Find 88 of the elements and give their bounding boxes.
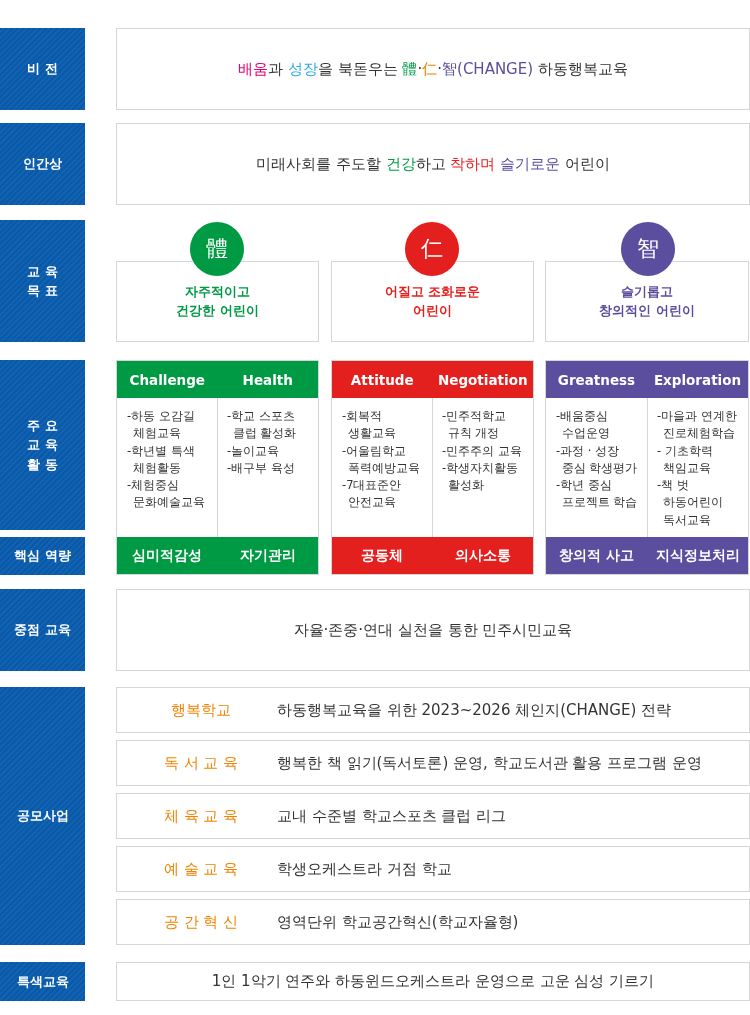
project-text: 교내 수준별 학교스포츠 클럽 리그 (277, 805, 507, 827)
activity-item: - 기초학력 책임교육 (657, 442, 714, 477)
row-label (0, 28, 85, 110)
activity-item: -책 벗 하동어린이 독서교육 (657, 477, 724, 529)
activity-item: -학년 중심 프로젝트 학습 (556, 477, 639, 512)
goal-box (116, 261, 319, 342)
project-text: 학생오케스트라 거점 학교 (277, 858, 452, 880)
project-row (116, 793, 750, 839)
activity-item: -민주적학교 규칙 개정 (442, 408, 508, 443)
activity-item: -배움중심 수업운영 (556, 408, 611, 443)
label-text: 비 전 (27, 60, 58, 79)
column-heading: 지식정보처리 (654, 546, 741, 565)
header-band (332, 361, 533, 398)
character-circle (405, 222, 459, 276)
character-text: 智 (637, 235, 659, 263)
column-heading: 자기관리 (238, 546, 297, 565)
row-label (0, 123, 85, 205)
label-text: 교 육 목 표 (26, 262, 59, 300)
goal-text: 슬기롭고 창의적인 어린이 (598, 283, 696, 321)
character-text: 體 (206, 235, 228, 263)
activity-item: -체험중심 문화예술교육 (127, 477, 206, 512)
activity-item: -놀이교육 (227, 442, 281, 460)
row-label (0, 220, 85, 342)
activity-panel (116, 360, 319, 575)
statement-text: 미래사회를 주도할 건강하고 착하며 슬기로운 어린이 (256, 154, 610, 174)
statement-box (116, 589, 750, 671)
label-text: 공모사업 (16, 807, 69, 826)
statement-box (116, 123, 750, 205)
column-heading: Exploration (652, 370, 743, 390)
statement-text: 배움과 성장을 북돋우는 體·仁·智(CHANGE) 하동행복교육 (238, 59, 628, 79)
activity-item: -민주주의 교육 (442, 442, 523, 460)
activity-panel (331, 360, 534, 575)
project-row (116, 846, 750, 892)
column-heading: Attitude (349, 370, 415, 390)
project-text: 하동행복교육을 위한 2023~2026 체인지(CHANGE) 전략 (277, 699, 672, 721)
label-text: 주 요 교 육 활 동 (26, 416, 59, 474)
column-heading: 의사소통 (453, 546, 512, 565)
row-label (0, 537, 85, 575)
project-heading: 공 간 혁 신 (162, 911, 240, 933)
row-label (0, 589, 85, 671)
column-heading: 공동체 (360, 546, 405, 565)
project-row (116, 740, 750, 786)
header-band (117, 361, 318, 398)
project-row (116, 899, 750, 945)
row-label (0, 962, 85, 1001)
header-band (117, 537, 318, 574)
statement-box (116, 962, 750, 1001)
label-text: 핵심 역량 (14, 547, 71, 566)
header-band (546, 361, 748, 398)
goal-text: 어질고 조화로운 어린이 (383, 283, 482, 321)
row-label (0, 687, 85, 945)
activity-panel (545, 360, 749, 575)
project-row (116, 687, 750, 733)
statement-text: 1인 1악기 연주와 하동윈드오케스트라 운영으로 고운 심성 기르기 (211, 972, 655, 991)
project-heading: 예 술 교 육 (162, 858, 240, 880)
goal-box (331, 261, 534, 342)
row-label (0, 360, 85, 530)
activity-item: -학생자치활동 활성화 (442, 459, 520, 494)
column-heading: Negotiation (436, 370, 529, 390)
project-text: 영역단위 학교공간혁신(학교자율형) (277, 911, 519, 933)
activity-item: -과정 · 성장 중심 학생평가 (556, 442, 639, 477)
column-heading: Challenge (128, 370, 206, 390)
statement-box (116, 28, 750, 110)
label-text: 인간상 (23, 155, 62, 174)
character-circle (190, 222, 244, 276)
label-text: 특색교육 (16, 972, 69, 991)
header-band (332, 537, 533, 574)
activity-item: -하동 오감길 체험교육 (127, 408, 196, 443)
activity-item: -어울림학교 폭력예방교육 (342, 442, 421, 477)
project-text: 행복한 책 읽기(독서토론) 운영, 학교도서관 활용 프로그램 운영 (277, 752, 702, 774)
activity-item: -마을과 연계한 진로체험학습 (657, 408, 738, 443)
header-band (546, 537, 748, 574)
activity-item: -학교 스포츠 클럽 활성화 (227, 408, 298, 443)
activity-item: -7대표준안 안전교육 (342, 477, 403, 512)
label-text: 중점 교육 (14, 621, 71, 640)
character-circle (621, 222, 675, 276)
goal-text: 자주적이고 건강한 어린이 (175, 283, 260, 321)
column-heading: Health (241, 370, 294, 390)
project-heading: 독 서 교 육 (162, 752, 240, 774)
column-heading: 창의적 사고 (558, 546, 635, 565)
column-heading: Greatness (556, 370, 637, 390)
column-heading: 심미적감성 (131, 546, 204, 565)
activity-item: -회복적 생활교육 (342, 408, 397, 443)
activity-item: -학년별 특색 체험활동 (127, 442, 196, 477)
activity-item: -배구부 육성 (227, 459, 296, 477)
goal-box (545, 261, 749, 342)
character-text: 仁 (421, 235, 443, 263)
statement-text: 자율·존중·연대 실천을 통한 민주시민교육 (293, 620, 573, 640)
